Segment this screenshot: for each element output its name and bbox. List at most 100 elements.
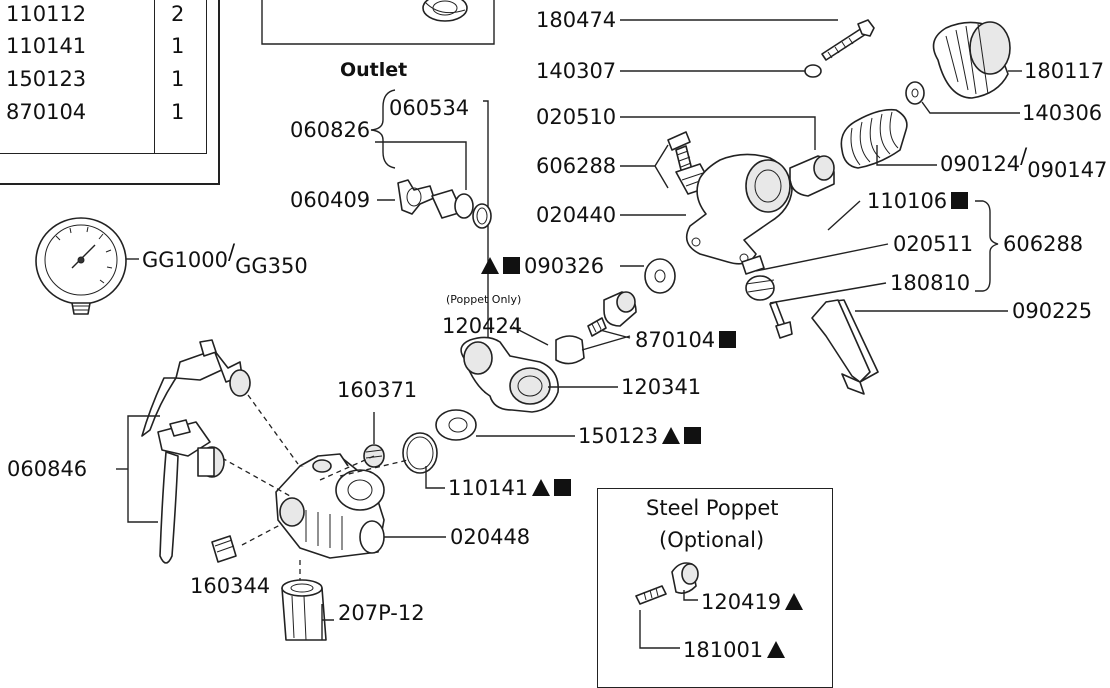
table-row: 110112 2 — [6, 2, 196, 34]
callout-606288-left: 606288 — [536, 154, 617, 178]
poppet-holder — [603, 291, 637, 327]
spring-090124 — [840, 108, 908, 169]
triangle-marker-icon — [662, 427, 681, 444]
callout-gauge: GG1000/GG350 — [142, 240, 308, 278]
part-number: 090326 — [524, 254, 605, 278]
part-number-cell: 110112 — [6, 2, 87, 26]
callout-180117: 180117 — [1024, 59, 1105, 83]
callout-120419: 120419 — [701, 590, 804, 614]
part-number: 870104 — [635, 328, 716, 352]
oring-110141 — [402, 432, 438, 474]
poppet-120424 — [555, 335, 585, 365]
table-row: 110141 1 — [6, 34, 196, 66]
square-marker-icon — [503, 257, 520, 274]
table-row: 870104 1 — [6, 100, 196, 132]
outlet-heading: Outlet — [340, 59, 408, 81]
spring-part: 090124 — [940, 152, 1021, 176]
triangle-marker-icon — [532, 479, 551, 496]
callout-110141: 110141 — [448, 476, 572, 500]
gauge-part: GG1000 — [142, 248, 228, 272]
callout-181001: 181001 — [683, 638, 786, 662]
washer-140306 — [905, 81, 925, 105]
nipple-160344 — [211, 535, 237, 563]
valve-handle-lower — [157, 419, 225, 564]
outlet-fitting-top — [422, 0, 468, 22]
callout-060846: 060846 — [7, 457, 88, 481]
callout-180810: 180810 — [890, 271, 971, 295]
callout-020448: 020448 — [450, 525, 531, 549]
valve-stem-110106 — [741, 255, 765, 275]
square-marker-icon — [719, 331, 737, 348]
outlet-nut — [397, 179, 435, 215]
bolt-180474 — [821, 19, 875, 61]
part-number: 120419 — [701, 590, 782, 614]
callout-160344: 160344 — [190, 574, 271, 598]
callout-110106: 110106 — [867, 189, 969, 213]
square-marker-icon — [951, 192, 969, 209]
slash-separator: / — [1020, 144, 1028, 168]
callout-090124: 090124/090147 — [940, 144, 1107, 182]
screw-870104 — [587, 317, 607, 337]
washer-090326 — [644, 258, 676, 294]
steel-poppet-subtitle: (Optional) — [659, 528, 765, 552]
bracket-090225 — [811, 299, 879, 395]
part-number: 181001 — [683, 638, 764, 662]
part-number-cell: 110141 — [6, 34, 87, 58]
seat-020511 — [745, 275, 775, 301]
square-marker-icon — [554, 479, 572, 496]
quantity-cell: 1 — [171, 67, 185, 91]
triangle-marker-icon — [481, 257, 499, 274]
valve-handle-upper — [141, 339, 251, 437]
part-number-cell: 150123 — [6, 67, 87, 91]
quantity-cell: 1 — [171, 34, 185, 58]
callout-060409: 060409 — [290, 188, 371, 212]
callout-120341: 120341 — [621, 375, 702, 399]
outlet-nipple — [431, 189, 474, 219]
steel-poppet-title: Steel Poppet — [646, 496, 779, 520]
quantity-cell: 2 — [171, 2, 185, 26]
callout-180474: 180474 — [536, 8, 617, 32]
triangle-marker-icon — [767, 641, 786, 658]
inlet-body-120341 — [460, 336, 559, 413]
slash-separator: / — [228, 240, 236, 264]
table-column-divider — [154, 0, 155, 153]
callout-140307: 140307 — [536, 59, 617, 83]
screw-180810 — [769, 301, 793, 339]
callout-140306: 140306 — [1022, 101, 1103, 125]
parts-quantity-table: 110112 2 110141 1 150123 1 870104 1 — [0, 0, 220, 185]
outlet-oring — [472, 203, 492, 229]
diaphragm-150123 — [435, 409, 477, 441]
callout-020440: 020440 — [536, 203, 617, 227]
spring-alt-part: 090147 — [1027, 158, 1108, 182]
part-number: 110141 — [448, 476, 529, 500]
callout-207P-12: 207P-12 — [338, 601, 425, 625]
triangle-marker-icon — [785, 593, 804, 610]
callout-160371: 160371 — [337, 378, 418, 402]
callout-150123: 150123 — [578, 424, 702, 448]
table-row: 150123 1 — [6, 67, 196, 99]
body-020440 — [685, 153, 793, 265]
callout-060826: 060826 — [290, 118, 371, 142]
plug-160371 — [363, 444, 385, 468]
callout-090225: 090225 — [1012, 299, 1093, 323]
callout-090326: 090326 — [481, 254, 604, 278]
callout-060534: 060534 — [389, 96, 470, 120]
part-number: 150123 — [578, 424, 659, 448]
square-marker-icon — [684, 427, 702, 444]
pressure-gauge — [35, 217, 127, 315]
poppet-only-note: (Poppet Only) — [446, 293, 522, 306]
gauge-alt-part: GG350 — [235, 254, 308, 278]
callout-020511: 020511 — [893, 232, 974, 256]
callout-020510: 020510 — [536, 105, 617, 129]
part-number-cell: 870104 — [6, 100, 87, 124]
valve-assembly-606288 — [667, 131, 713, 195]
steel-poppet-inset-parts — [635, 562, 699, 605]
regulator-body-020448 — [275, 453, 385, 559]
bonnet-020510 — [789, 155, 835, 197]
callout-120424: 120424 — [442, 314, 523, 338]
callout-606288-right: 606288 — [1003, 232, 1084, 256]
washer-140307 — [804, 64, 822, 78]
table-frame — [0, 0, 207, 154]
